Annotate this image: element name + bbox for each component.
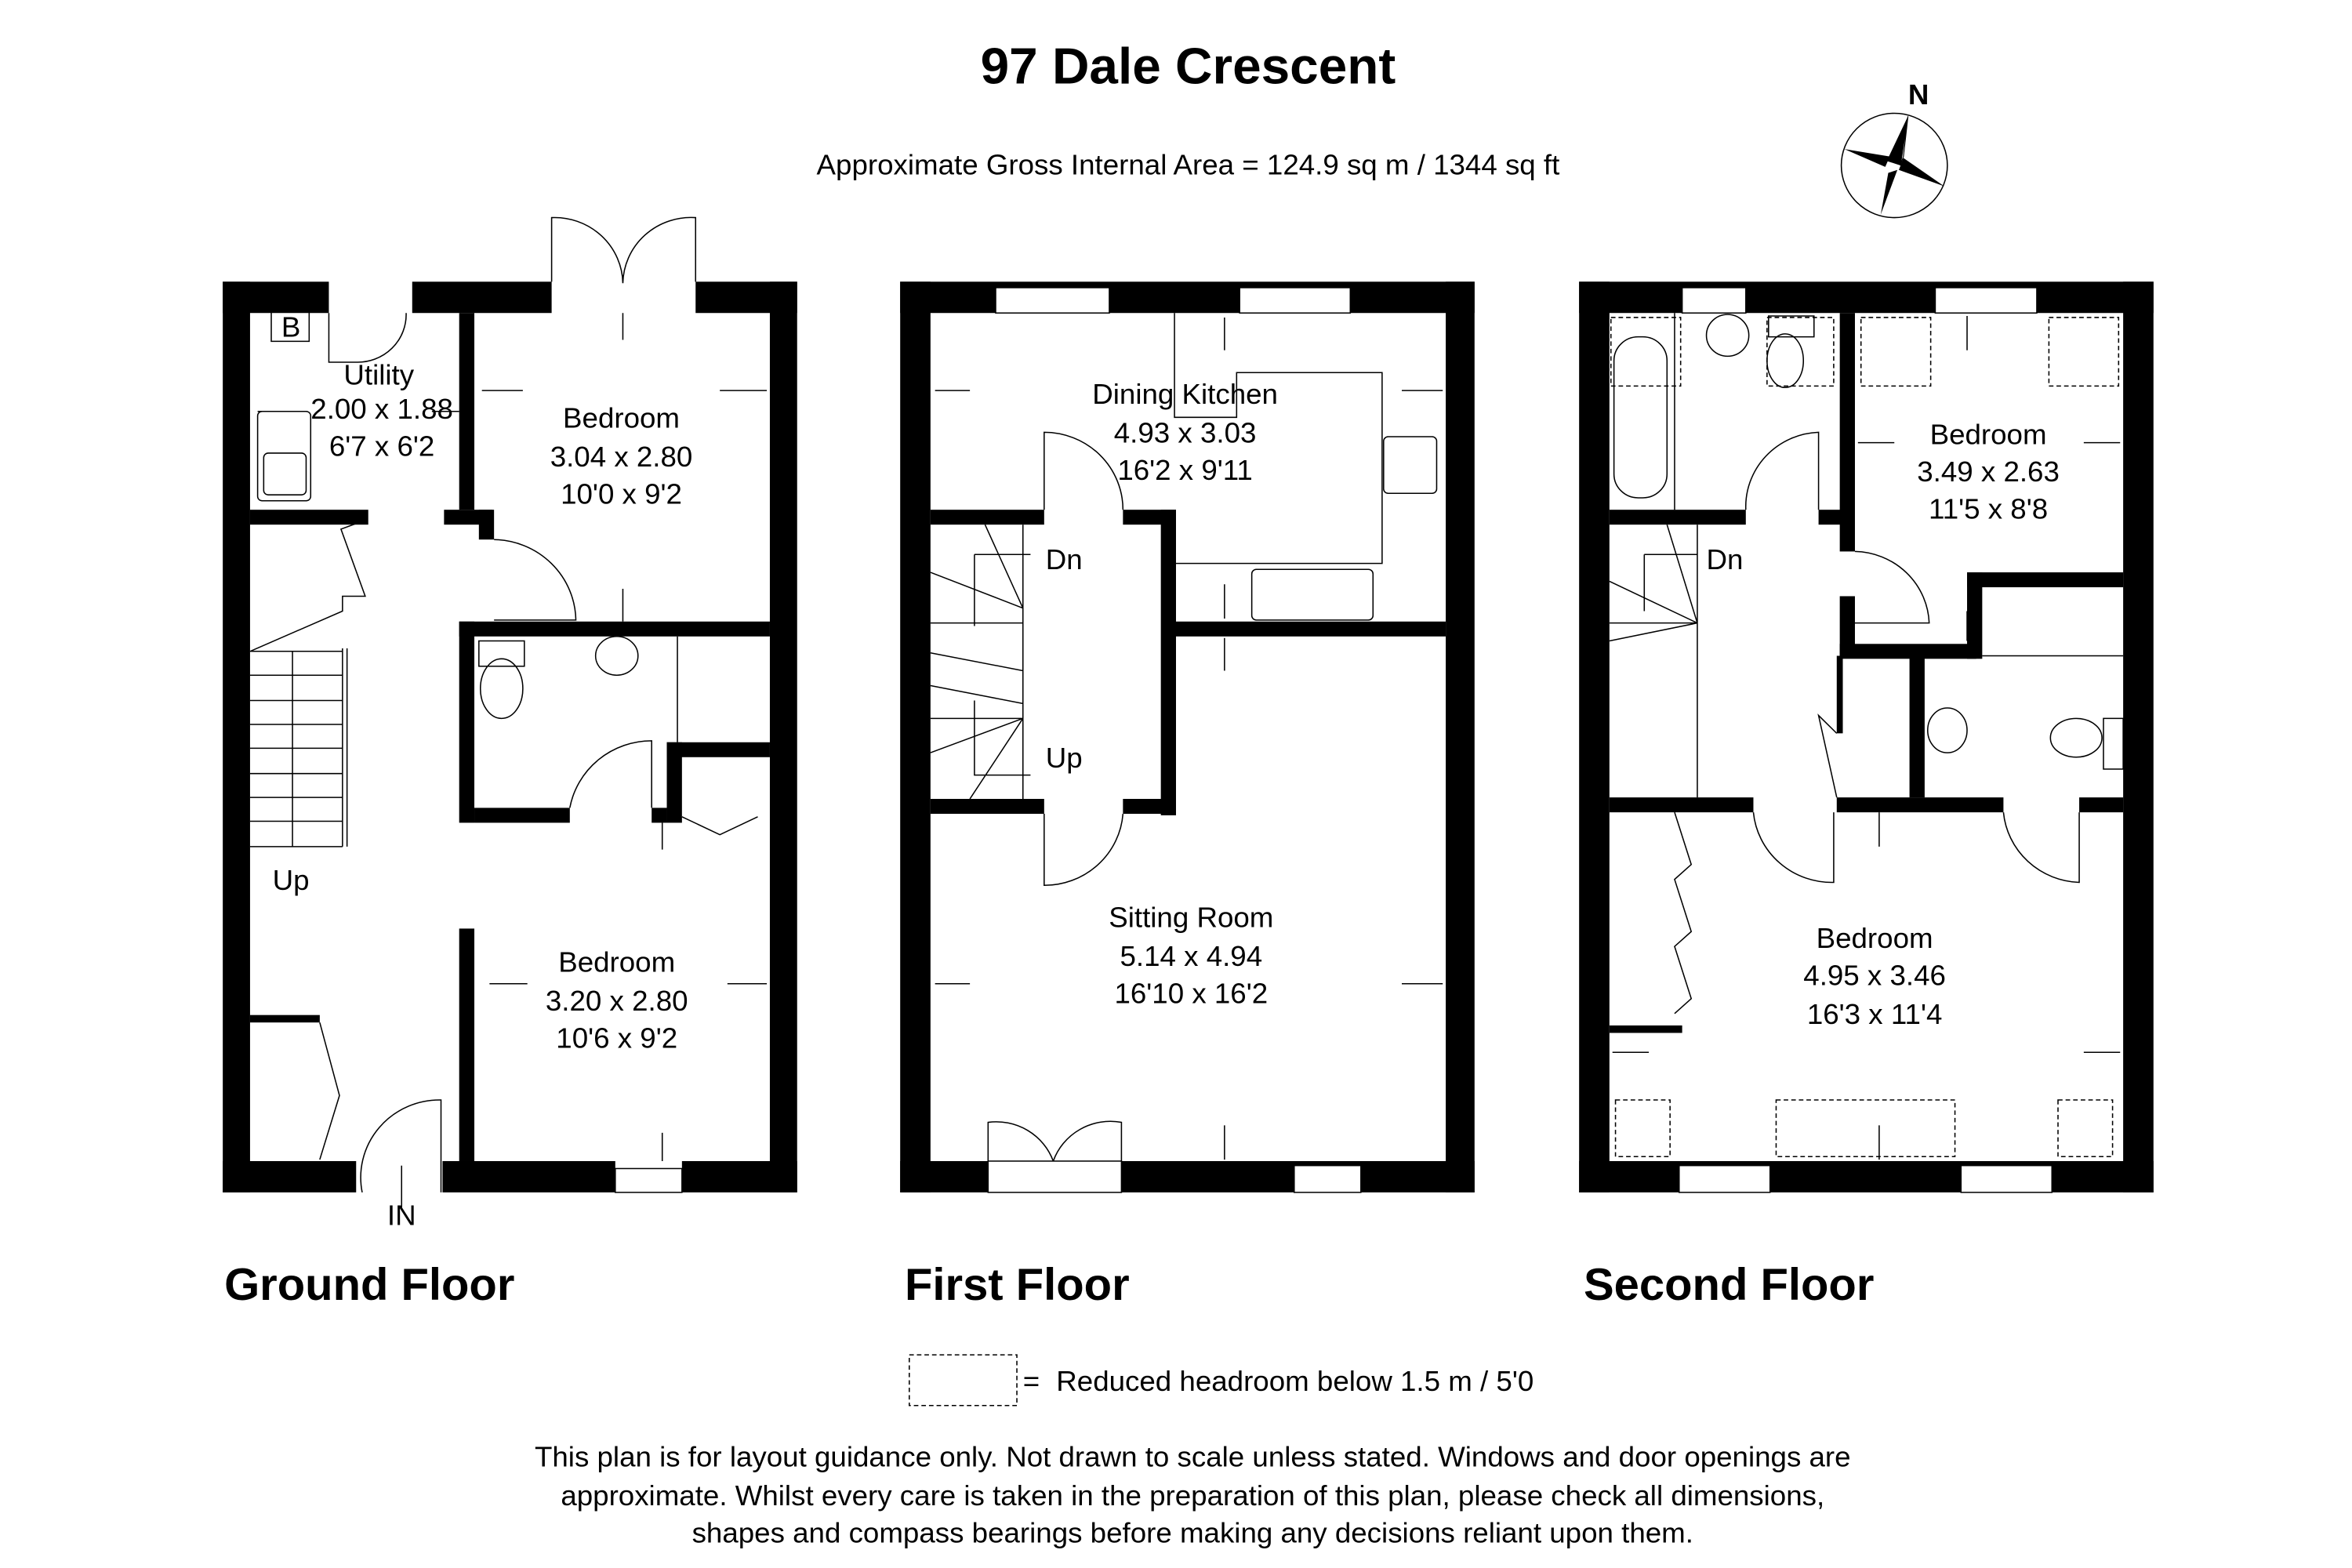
svg-text:4.93 x 3.03: 4.93 x 3.03 xyxy=(1114,417,1257,449)
legend-equals: = xyxy=(1023,1365,1040,1397)
stairs-down-label: Dn xyxy=(1046,544,1083,576)
stairs-up-label: Up xyxy=(273,864,310,896)
svg-text:10'6 x 9'2: 10'6 x 9'2 xyxy=(556,1022,677,1054)
legend-text: Reduced headroom below 1.5 m / 5'0 xyxy=(1056,1365,1534,1397)
room-utility: Utility 2.00 x 1.88 6'7 x 6'2 xyxy=(310,359,453,463)
reduced-headroom-swatch xyxy=(909,1354,1018,1406)
svg-text:10'0 x 9'2: 10'0 x 9'2 xyxy=(561,478,682,510)
svg-text:3.49 x 2.63: 3.49 x 2.63 xyxy=(1917,456,2060,488)
svg-text:shapes and compass bearings be: shapes and compass bearings before makin… xyxy=(692,1517,1693,1549)
room-bedroom-master: Bedroom 4.95 x 3.46 16'3 x 11'4 xyxy=(1803,922,1946,1030)
boiler-label: B xyxy=(281,311,300,343)
svg-text:16'10 x 16'2: 16'10 x 16'2 xyxy=(1114,978,1268,1010)
svg-text:Bedroom: Bedroom xyxy=(1930,419,2047,451)
svg-text:3.20 x 2.80: 3.20 x 2.80 xyxy=(546,985,688,1017)
svg-text:Bedroom: Bedroom xyxy=(558,946,675,978)
floor-title-first: First Floor xyxy=(905,1260,1130,1309)
legend: = Reduced headroom below 1.5 m / 5'0 xyxy=(909,1354,1534,1406)
floor-title-ground: Ground Floor xyxy=(224,1260,514,1309)
svg-text:This plan is for layout guidan: This plan is for layout guidance only. N… xyxy=(535,1441,1851,1473)
floor-title-second: Second Floor xyxy=(1584,1260,1874,1309)
disclaimer: This plan is for layout guidance only. N… xyxy=(535,1441,1851,1549)
svg-text:Bedroom: Bedroom xyxy=(1817,922,1933,954)
room-dining-kitchen: Dining Kitchen 4.93 x 3.03 16'2 x 9'11 xyxy=(1092,378,1278,486)
svg-text:6'7 x 6'2: 6'7 x 6'2 xyxy=(329,430,434,463)
ground-floor-plan: B Up IN Utility 2.00 x 1.88 6'7 x 6'2 Be… xyxy=(223,216,797,1310)
entrance-label: IN xyxy=(387,1200,416,1232)
room-bedroom-rear: Bedroom 3.49 x 2.63 11'5 x 8'8 xyxy=(1917,419,2060,525)
svg-text:Dining Kitchen: Dining Kitchen xyxy=(1092,378,1278,410)
svg-text:Utility: Utility xyxy=(343,359,415,391)
svg-text:3.04 x 2.80: 3.04 x 2.80 xyxy=(550,441,693,473)
first-floor-plan: Dn Up Dining Kitchen 4.93 x 3.03 16'2 x … xyxy=(900,281,1475,1310)
svg-text:Sitting Room: Sitting Room xyxy=(1109,902,1273,934)
svg-text:2.00 x 1.88: 2.00 x 1.88 xyxy=(310,393,453,425)
stairs-down-label: Dn xyxy=(1707,544,1744,576)
compass-north-label: N xyxy=(1908,78,1929,111)
svg-text:11'5 x 8'8: 11'5 x 8'8 xyxy=(1929,493,2048,525)
svg-text:4.95 x 3.46: 4.95 x 3.46 xyxy=(1803,960,1946,992)
compass-icon: N xyxy=(1840,78,1948,219)
svg-text:16'2 x 9'11: 16'2 x 9'11 xyxy=(1117,454,1253,486)
svg-text:16'3 x 11'4: 16'3 x 11'4 xyxy=(1807,998,1943,1030)
gross-area: Approximate Gross Internal Area = 124.9 … xyxy=(817,149,1560,181)
page-title: 97 Dale Crescent xyxy=(981,38,1396,94)
room-bedroom-front: Bedroom 3.20 x 2.80 10'6 x 9'2 xyxy=(546,946,688,1054)
stairs-up-label: Up xyxy=(1046,742,1083,774)
svg-text:approximate. Whilst every care: approximate. Whilst every care is taken … xyxy=(561,1479,1824,1512)
room-sitting-room: Sitting Room 5.14 x 4.94 16'10 x 16'2 xyxy=(1109,902,1273,1010)
svg-text:Bedroom: Bedroom xyxy=(563,402,680,434)
svg-text:5.14 x 4.94: 5.14 x 4.94 xyxy=(1120,940,1263,972)
room-bedroom-rear: Bedroom 3.04 x 2.80 10'0 x 9'2 xyxy=(550,402,693,510)
second-floor-plan: Dn Bedroom 3.49 x 2.63 11'5 x 8'8 Bedroo… xyxy=(1579,281,2154,1310)
